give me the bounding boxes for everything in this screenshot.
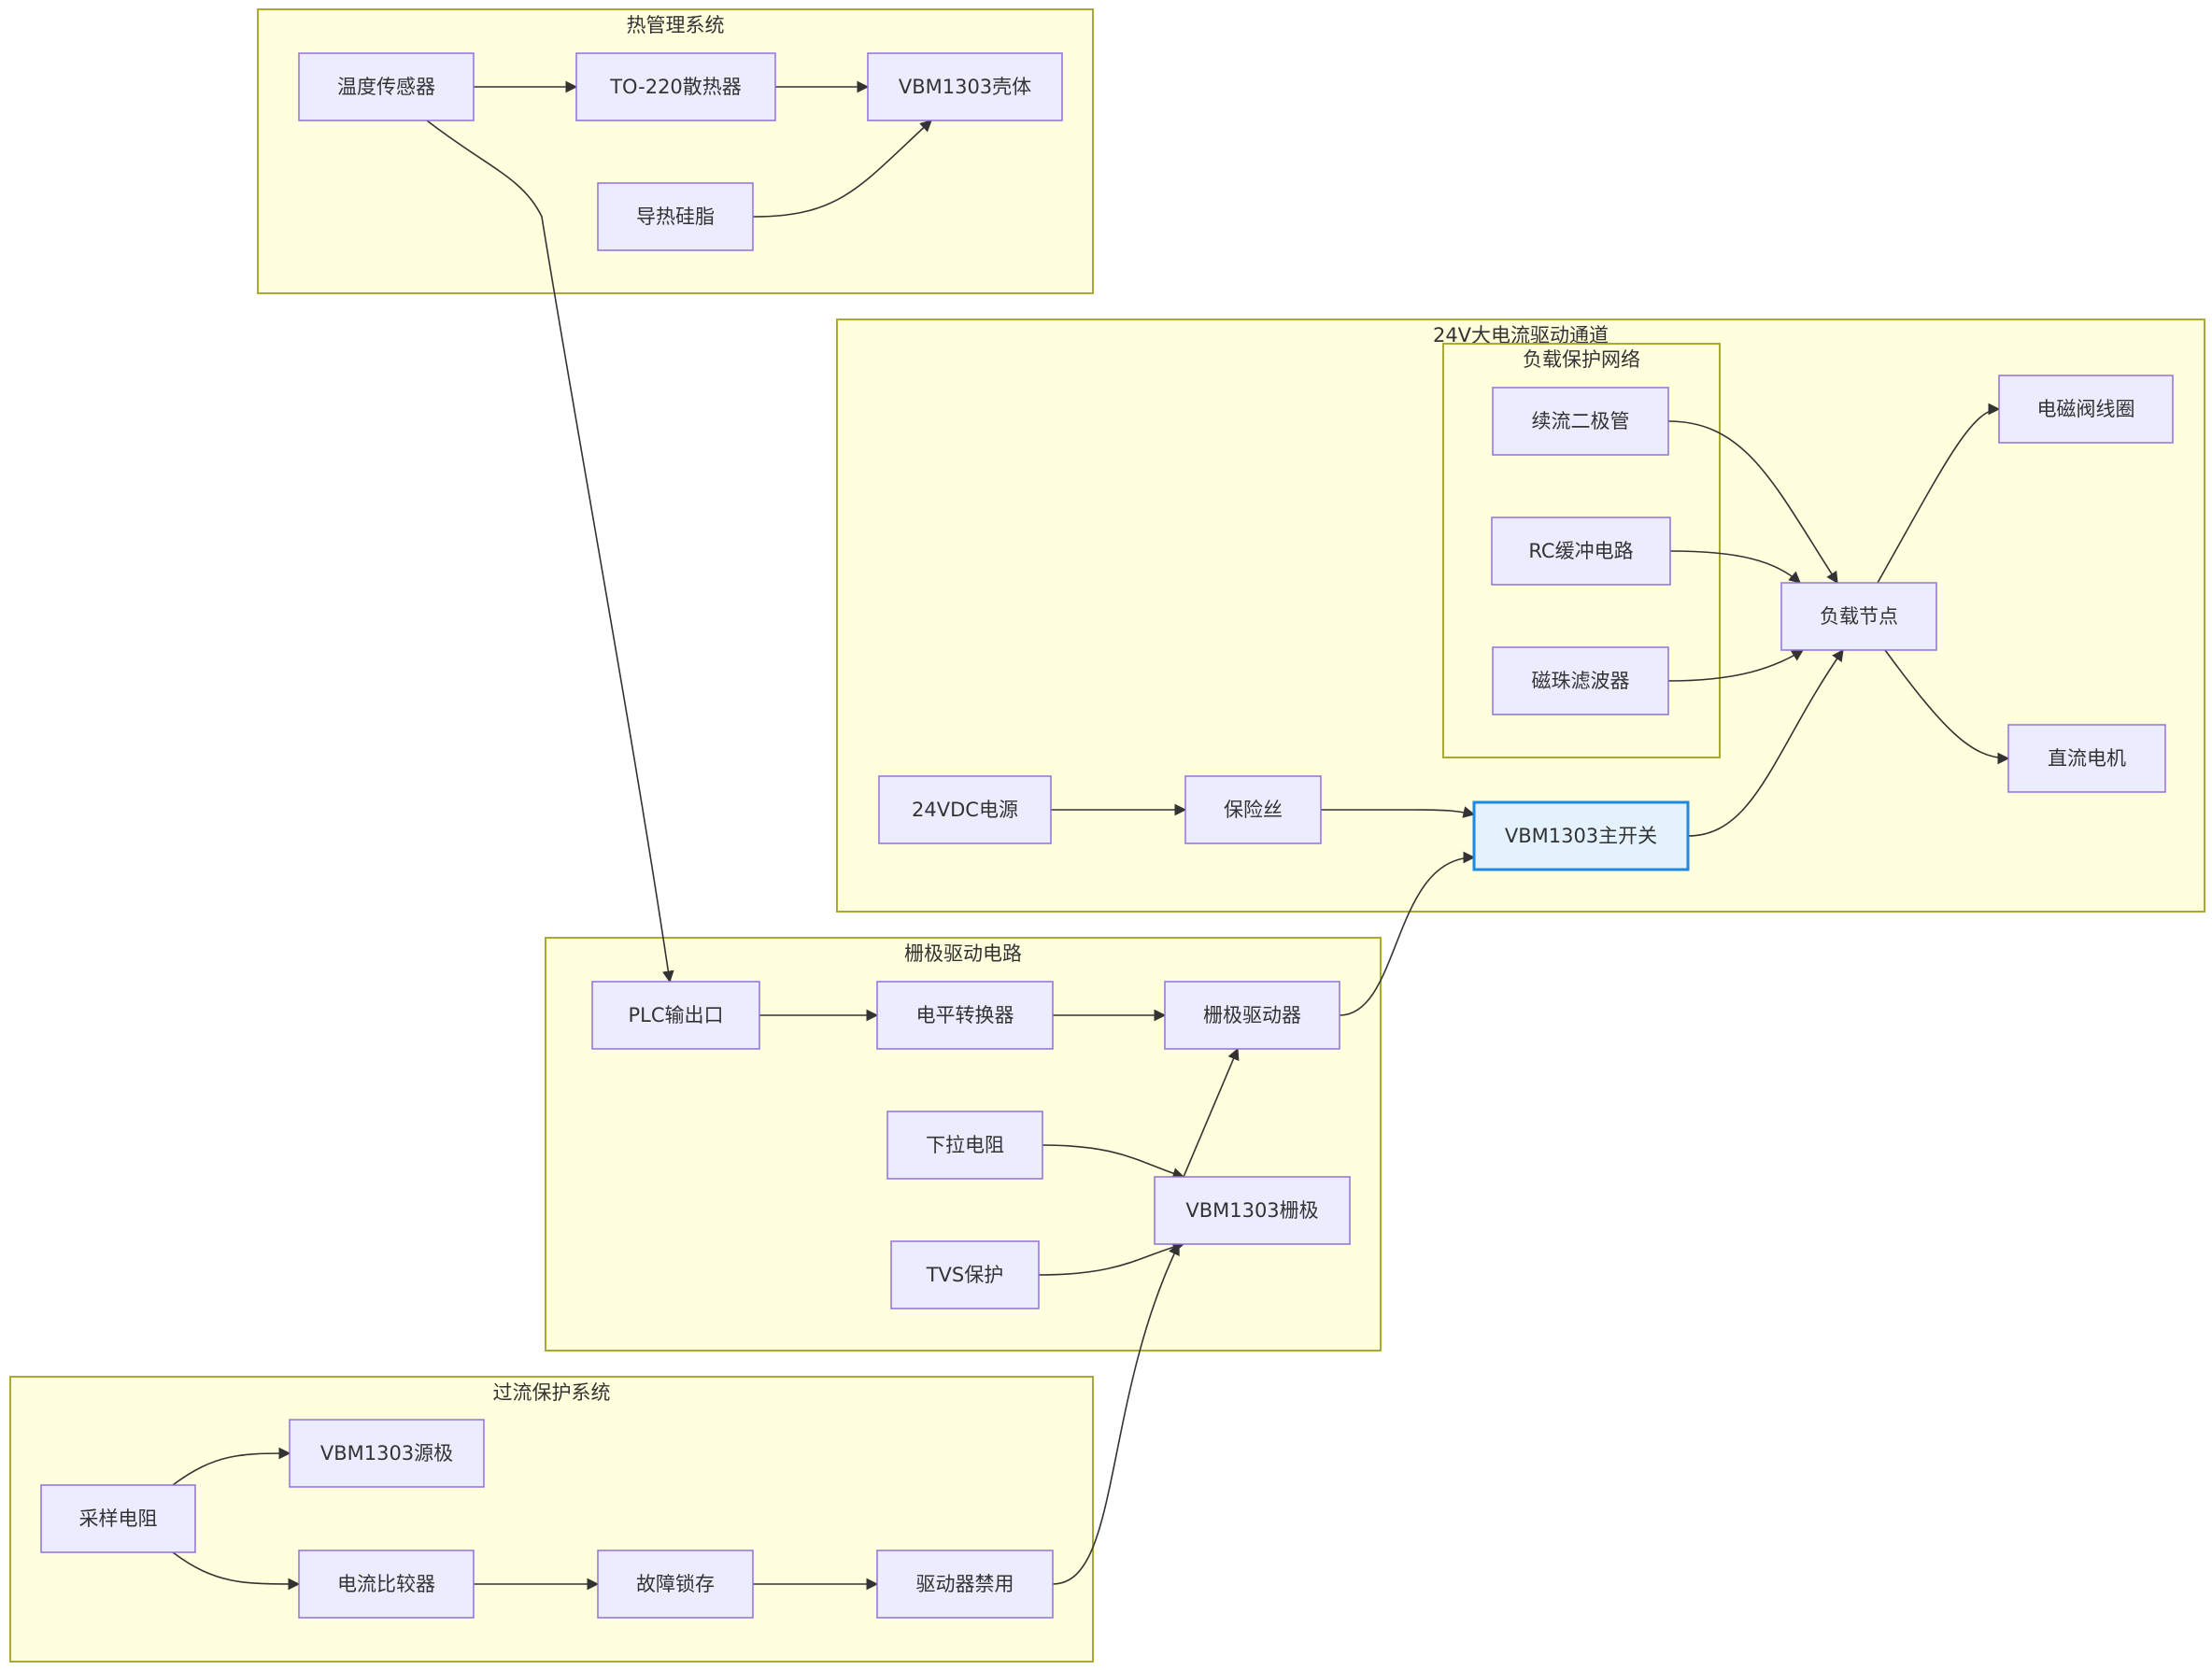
node-load[interactable]: 负载节点 [1780,582,1937,651]
node-flyback[interactable]: 续流二极管 [1492,387,1669,456]
node-case-box[interactable] [867,52,1063,121]
node-shunt-box[interactable] [40,1484,196,1553]
node-latch-box[interactable] [597,1550,754,1619]
node-latch[interactable]: 故障锁存 [597,1550,754,1619]
node-mainsw-box[interactable] [1472,800,1690,871]
edge-disable-to-vgate [1052,1242,1180,1585]
node-rc-label: RC缓冲电路 [1528,540,1633,562]
node-motor-box[interactable] [2007,724,2166,793]
node-flyback-label: 续流二极管 [1532,410,1630,432]
cluster-thermal-label: 热管理系统 [627,14,725,36]
edge-shunt-to-source [172,1447,291,1486]
edges-layer [172,80,2010,1591]
node-disable-label: 驱动器禁用 [916,1573,1014,1595]
node-vgate-label: VBM1303栅极 [1185,1199,1318,1222]
node-motor[interactable]: 直流电机 [2007,724,2166,793]
node-vgate[interactable]: VBM1303栅极 [1154,1176,1351,1245]
node-level[interactable]: 电平转换器 [876,981,1054,1050]
node-vgate-box[interactable] [1154,1176,1351,1245]
edge-fuse-to-mainsw [1321,806,1476,818]
node-grease-label: 导热硅脂 [636,205,715,228]
node-temp[interactable]: 温度传感器 [298,52,475,121]
node-disable-box[interactable] [876,1550,1054,1619]
node-ferrite-box[interactable] [1492,646,1669,715]
node-load-label: 负载节点 [1820,605,1898,628]
node-level-label: 电平转换器 [916,1004,1014,1026]
edge-vgate-to-driver [1183,1047,1240,1178]
edge-shunt-to-comparator [172,1551,301,1591]
node-psu-box[interactable] [878,775,1052,844]
node-flyback-box[interactable] [1492,387,1669,456]
node-psu-label: 24VDC电源 [912,799,1018,821]
edge-load-to-motor [1884,649,2010,765]
node-pulldown-label: 下拉电阻 [926,1134,1004,1156]
cluster-ocp-label: 过流保护系统 [493,1381,611,1404]
cluster-loadprot-label: 负载保护网络 [1523,348,1640,371]
node-ferrite[interactable]: 磁珠滤波器 [1492,646,1669,715]
node-case[interactable]: VBM1303壳体 [867,52,1063,121]
node-grease-box[interactable] [597,182,754,251]
node-solenoid-label: 电磁阀线圈 [2037,398,2135,420]
edge-rc-to-load [1669,550,1801,584]
node-driver-box[interactable] [1164,981,1340,1050]
node-comparator-box[interactable] [298,1550,475,1619]
edge-pulldown-to-vgate [1042,1144,1185,1180]
node-fuse[interactable]: 保险丝 [1184,775,1322,844]
node-plc-box[interactable] [591,981,760,1050]
node-mainsw-label: VBM1303主开关 [1505,825,1657,847]
node-source-box[interactable] [289,1419,485,1488]
node-tvs-box[interactable] [890,1240,1040,1309]
node-fuse-box[interactable] [1184,775,1322,844]
node-grease[interactable]: 导热硅脂 [597,182,754,251]
node-rc[interactable]: RC缓冲电路 [1491,517,1671,586]
node-ferrite-label: 磁珠滤波器 [1532,670,1630,692]
node-source[interactable]: VBM1303源极 [289,1419,485,1488]
cluster-gate-label: 栅极驱动电路 [904,942,1022,965]
node-level-box[interactable] [876,981,1054,1050]
node-heatsink[interactable]: TO-220散热器 [575,52,776,121]
node-rc-box[interactable] [1491,517,1671,586]
node-heatsink-box[interactable] [575,52,776,121]
node-shunt-label: 采样电阻 [79,1507,158,1530]
node-psu[interactable]: 24VDC电源 [878,775,1052,844]
edge-flyback-to-load [1667,420,1838,585]
node-latch-label: 故障锁存 [636,1573,715,1595]
node-pulldown-box[interactable] [886,1111,1043,1180]
node-tvs[interactable]: TVS保护 [890,1240,1040,1309]
node-heatsink-label: TO-220散热器 [609,76,742,98]
edge-temp-to-plc [426,120,674,984]
node-plc-label: PLC输出口 [628,1004,723,1026]
node-mainsw[interactable]: VBM1303主开关 [1472,800,1690,871]
edge-load-to-solenoid [1877,403,2001,584]
edge-grease-to-case [752,120,932,218]
node-shunt[interactable]: 采样电阻 [40,1484,196,1553]
node-pulldown[interactable]: 下拉电阻 [886,1111,1043,1180]
node-solenoid[interactable]: 电磁阀线圈 [1998,375,2174,444]
node-comparator[interactable]: 电流比较器 [298,1550,475,1619]
node-temp-label: 温度传感器 [337,76,435,98]
node-comparator-label: 电流比较器 [337,1573,435,1595]
node-plc[interactable]: PLC输出口 [591,981,760,1050]
node-solenoid-box[interactable] [1998,375,2174,444]
node-load-box[interactable] [1780,582,1937,651]
node-driver-label: 栅极驱动器 [1203,1004,1301,1026]
node-case-label: VBM1303壳体 [899,76,1031,98]
node-temp-box[interactable] [298,52,475,121]
node-source-label: VBM1303源极 [320,1442,453,1465]
node-tvs-label: TVS保护 [926,1264,1004,1286]
node-driver[interactable]: 栅极驱动器 [1164,981,1340,1050]
node-motor-label: 直流电机 [2048,747,2126,770]
edge-ferrite-to-load [1667,649,1805,682]
node-fuse-label: 保险丝 [1224,799,1283,821]
edge-driver-to-mainsw [1339,851,1476,1016]
edge-mainsw-to-load [1687,648,1844,837]
node-disable[interactable]: 驱动器禁用 [876,1550,1054,1619]
